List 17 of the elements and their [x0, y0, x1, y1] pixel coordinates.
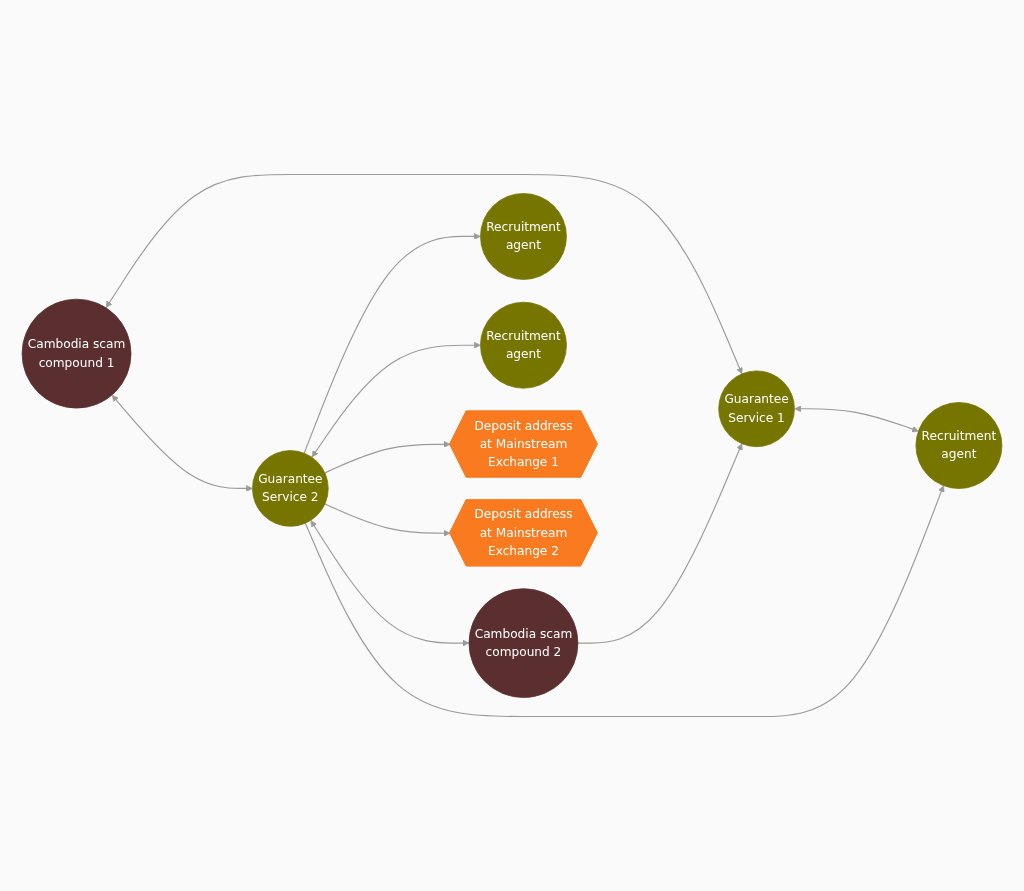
arrow [311, 341, 481, 458]
arrow [303, 233, 481, 454]
node-circle: Guarantee Service 2 [252, 450, 329, 527]
arrow [324, 441, 451, 474]
node-circle: Recruitment agent [480, 193, 567, 280]
node-circle: Recruitment agent [915, 402, 1003, 489]
arrow [577, 443, 743, 644]
arrow [304, 485, 945, 718]
arrow [324, 503, 451, 537]
arrow [310, 520, 470, 647]
arrow [105, 173, 743, 375]
arrow [794, 405, 919, 433]
arrow [111, 395, 253, 492]
node-circle: Cambodia scam compound 2 [468, 588, 579, 698]
node-circle: Guarantee Service 1 [718, 370, 795, 448]
node-circle: Recruitment agent [480, 301, 567, 389]
node-circle: Cambodia scam compound 1 [21, 298, 132, 409]
